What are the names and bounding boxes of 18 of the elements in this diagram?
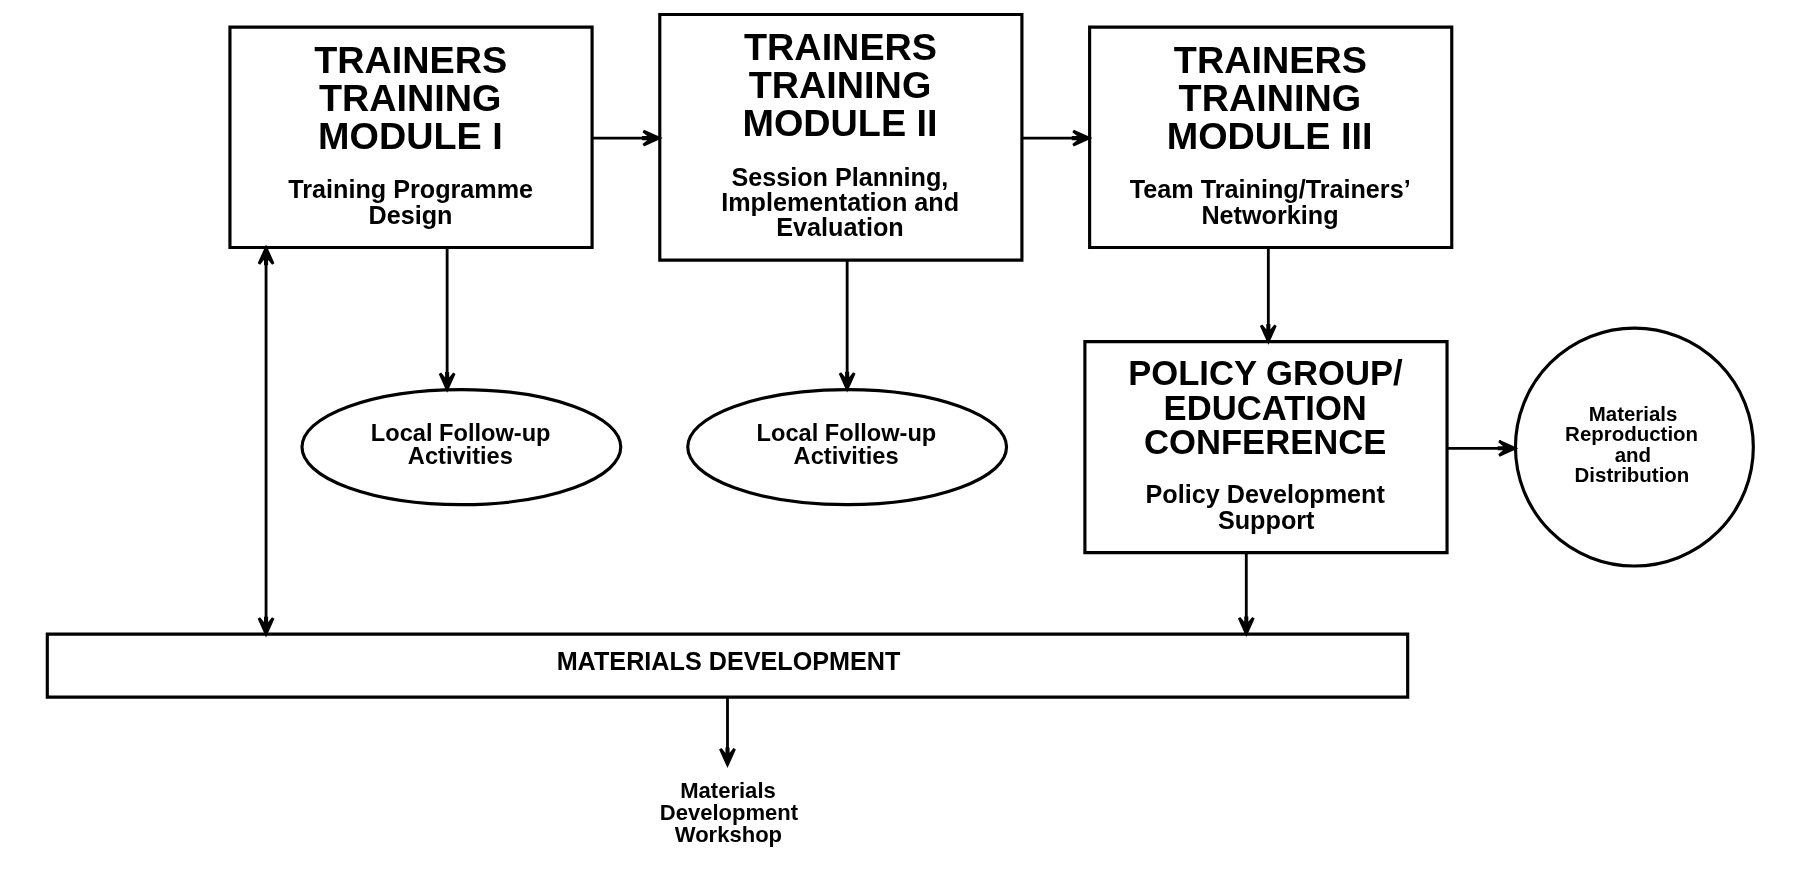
arrow	[592, 129, 661, 147]
node-box: MATERIALS DEVELOPMENT	[45, 632, 1410, 699]
arrow	[838, 260, 856, 391]
node-box: TRAINERS TRAINING MODULE II Session Planning, Implementation and Evaluation	[658, 12, 1024, 262]
arrow	[1022, 129, 1091, 147]
node-ellipse: Local Follow-up Activities	[686, 387, 1009, 507]
arrow	[257, 246, 275, 636]
node-box: TRAINERS TRAINING MODULE I Training Programme Design	[228, 25, 594, 250]
node-text: Materials Development Workshop	[659, 778, 799, 848]
node-box: POLICY GROUP/ EDUCATION CONFERENCE Policy Development Support	[1083, 340, 1449, 555]
node-box: TRAINERS TRAINING MODULE III Team Training/Trainers’ Networking	[1088, 25, 1454, 250]
arrow	[438, 247, 456, 391]
node-ellipse: Local Follow-up Activities	[300, 387, 623, 507]
arrow	[1237, 553, 1255, 636]
arrow	[1447, 439, 1517, 457]
arrow	[719, 697, 736, 767]
node-circle: Materials Reproduction and Distribution	[1513, 326, 1755, 568]
arrow	[1259, 247, 1277, 343]
